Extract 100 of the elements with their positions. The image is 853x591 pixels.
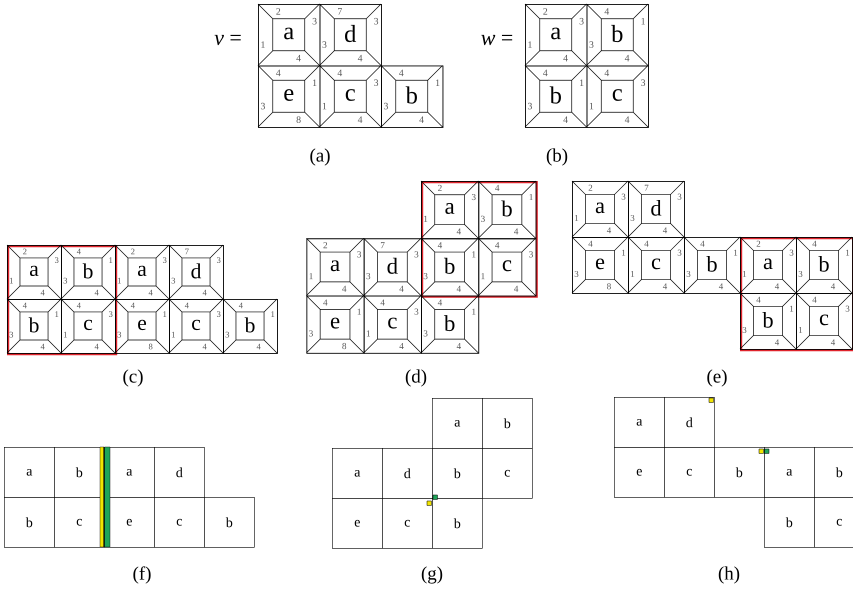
tile [363, 295, 422, 354]
edge-number: 4 [456, 286, 461, 292]
edge-number: 3 [226, 332, 230, 338]
edge-number: 1 [530, 194, 533, 200]
tile [740, 236, 797, 294]
edge-number: 1 [366, 330, 370, 336]
tile-letter: c [192, 320, 200, 330]
edge-number: 1 [846, 250, 850, 256]
edge-number: 4 [358, 54, 362, 62]
edge-number: 4 [202, 344, 207, 350]
edge-number: 7 [644, 184, 648, 191]
edge-number: 3 [630, 214, 634, 221]
edge-number: 2 [323, 242, 328, 248]
tile-letter: a [284, 28, 294, 40]
tile-letter: b [611, 24, 622, 42]
tile [628, 180, 685, 238]
tile-letter: e [284, 89, 294, 101]
edge-number: 2 [276, 8, 280, 15]
edge-number: 4 [22, 302, 27, 308]
edge-number: 4 [323, 299, 328, 306]
square-cell: e [614, 447, 665, 498]
tile-letter: a [551, 28, 561, 40]
edge-number: 3 [424, 273, 428, 280]
tile [586, 4, 649, 66]
square-cell: a [614, 397, 665, 448]
edge-number: 4 [830, 339, 836, 346]
edge-number: 4 [399, 343, 404, 350]
edge-number: 1 [118, 278, 121, 284]
tile [319, 65, 382, 128]
edge-number: 3 [641, 79, 646, 86]
edge-number: 4 [563, 54, 568, 62]
edge-number: 1 [642, 18, 645, 24]
tile [478, 238, 536, 296]
edge-number: 3 [108, 311, 112, 317]
edge-number: 4 [456, 228, 461, 234]
edge-number: 2 [588, 184, 592, 191]
edge-number: 3 [414, 251, 418, 258]
edge-number: 4 [456, 343, 461, 350]
edge-number: 1 [109, 257, 112, 263]
edge-number: 1 [310, 273, 313, 280]
edge-number: 4 [624, 54, 630, 62]
edge-number: 4 [563, 116, 568, 123]
tile-letter: e [596, 258, 604, 270]
tile-letter: a [445, 203, 454, 214]
tile-letter: a [138, 266, 146, 276]
tile-letter: d [191, 263, 202, 278]
tile-letter: b [818, 256, 829, 272]
edge-number: 4 [399, 286, 404, 292]
tile-letter: e [330, 318, 340, 329]
edge-number: 4 [604, 70, 610, 76]
edge-number: 4 [296, 54, 301, 62]
edge-number: 3 [312, 18, 317, 24]
edge-number: 4 [256, 344, 261, 350]
edge-number: 4 [604, 8, 610, 15]
square-cell: e [104, 497, 155, 548]
edge-number: 3 [529, 251, 533, 258]
edge-number: 2 [756, 240, 760, 247]
edge-number: 8 [148, 344, 152, 350]
tile [796, 292, 853, 350]
tile [628, 236, 685, 294]
edge-number: 3 [414, 308, 418, 315]
square-cell: c [54, 497, 105, 548]
tile [524, 4, 588, 66]
tile-letter: b [762, 312, 773, 328]
tile [684, 236, 741, 294]
edge-number: 1 [322, 102, 326, 110]
tile-letter: c [346, 89, 355, 101]
square-cell: c [664, 447, 715, 498]
square-cell: b [204, 497, 255, 548]
edge-number: 1 [580, 79, 584, 86]
edge-number: 4 [202, 290, 207, 296]
edge-number: 4 [718, 283, 724, 290]
tile-letter: d [345, 24, 356, 42]
edge-number: 1 [358, 308, 361, 315]
edge-number: 3 [309, 330, 313, 336]
square-cell: b [432, 498, 483, 549]
edge-number: 4 [76, 248, 81, 254]
panel-caption: (a) [310, 148, 330, 166]
tile [306, 238, 365, 296]
edge-number: 1 [10, 278, 13, 284]
edge-number: 3 [580, 18, 584, 24]
edge-number: 4 [438, 242, 442, 248]
tile-letter: b [444, 315, 454, 332]
tile-letter: e [138, 320, 146, 330]
square-cell: b [714, 447, 765, 498]
tile [306, 295, 365, 354]
edge-number: 4 [238, 302, 243, 308]
edge-number: 4 [644, 240, 649, 247]
edge-number: 4 [358, 116, 362, 123]
square-cell: c [154, 497, 205, 548]
edge-number: 4 [606, 227, 612, 234]
tile [586, 65, 649, 128]
edge-number: 1 [622, 250, 626, 256]
tile-letter: a [596, 202, 605, 214]
edge-number: 4 [624, 116, 630, 123]
tile-letter: d [651, 200, 662, 216]
edge-number: 4 [514, 228, 518, 234]
edge-number: 1 [163, 311, 166, 317]
edge-number: 4 [514, 286, 518, 292]
edge-number: 3 [686, 270, 690, 277]
